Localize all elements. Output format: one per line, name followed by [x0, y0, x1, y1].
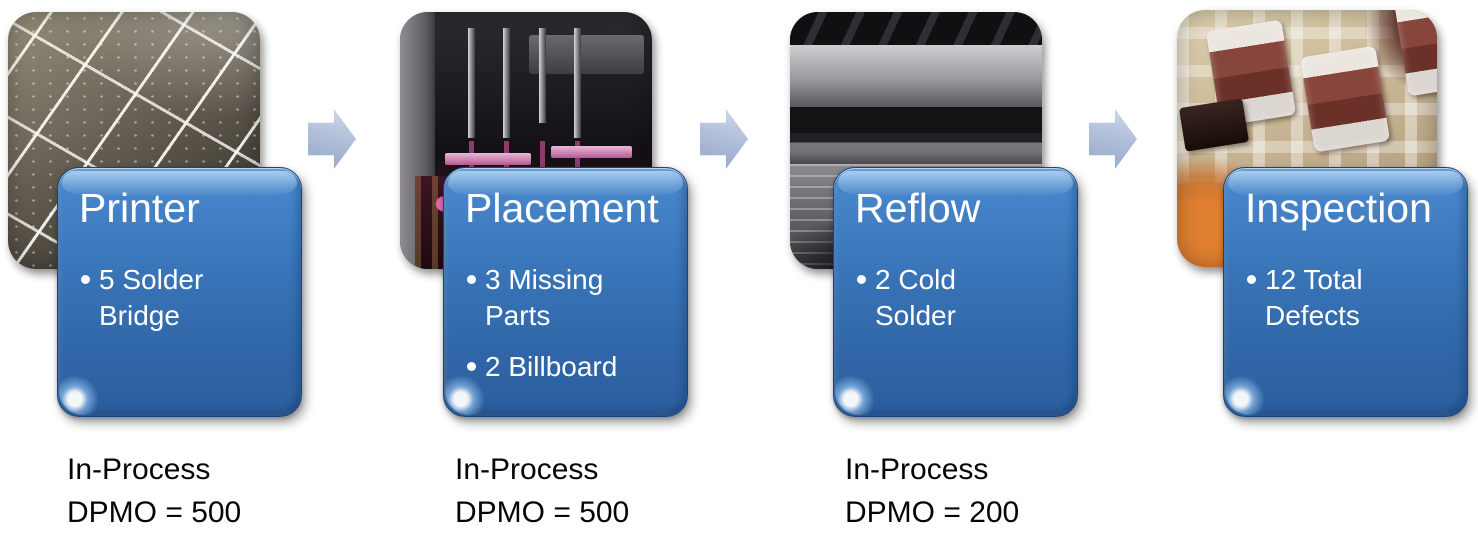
defect-text: 12 Total Defects — [1265, 264, 1363, 332]
defect-text: 5 Solder Bridge — [99, 264, 204, 332]
caption-line: In-Process — [67, 453, 211, 486]
pcb-solder-joint-closeup-photo — [1177, 10, 1437, 267]
stage-title: Printer — [79, 185, 200, 231]
machine-beam-shape — [528, 35, 645, 74]
chip-shape — [1179, 97, 1250, 152]
capacitor-shape — [1299, 45, 1391, 153]
component-bar-shape — [551, 145, 632, 158]
dpmo-caption: In-Process DPMO = 500 — [67, 448, 241, 534]
bullet-icon — [467, 275, 476, 285]
oven-rail-shape — [790, 132, 1042, 164]
defect-item: 5 Solder Bridge — [81, 262, 287, 334]
oven-rail-shape — [790, 45, 1042, 108]
stage-title: Reflow — [855, 185, 981, 231]
oven-ceiling-shape — [790, 12, 1042, 46]
defect-list: 5 Solder Bridge — [79, 262, 287, 334]
dpmo-caption: In-Process DPMO = 200 — [845, 448, 1019, 534]
stage-title: Placement — [465, 185, 659, 231]
defect-text: 2 Billboard — [485, 351, 618, 383]
flow-arrow-icon — [700, 109, 748, 169]
caption-line: DPMO = 500 — [67, 496, 242, 529]
nozzle-shape — [503, 28, 511, 138]
dpmo-caption: In-Process DPMO = 500 — [455, 448, 629, 534]
reflow-oven-photo — [790, 12, 1042, 269]
bullet-icon — [1247, 275, 1256, 285]
defect-item: 2 Billboard — [467, 349, 673, 385]
defect-item: 12 Total Defects — [1247, 262, 1453, 334]
conveyor-teeth-shape — [790, 107, 1042, 140]
capacitor-shape — [1393, 10, 1437, 96]
defect-text: 3 Missing Parts — [485, 264, 604, 332]
capacitor-shape — [1206, 20, 1297, 127]
pick-and-place-machine-photo — [400, 12, 652, 269]
inspection-callout: Inspection 12 Total Defects — [1223, 167, 1468, 417]
defect-list: 3 Missing Parts 2 Billboard — [465, 262, 673, 385]
flow-arrow-icon — [308, 109, 356, 169]
bullet-icon — [857, 275, 866, 285]
reflow-callout: Reflow 2 Cold Solder — [833, 167, 1078, 417]
bullet-icon — [81, 275, 90, 285]
machine-pillar-shape — [400, 12, 436, 269]
bullet-icon — [467, 362, 476, 372]
defect-item: 3 Missing Parts — [467, 262, 673, 334]
solder-paste-stencil-photo — [8, 12, 260, 269]
defect-list: 2 Cold Solder — [855, 262, 1063, 334]
nozzle-shape — [573, 28, 581, 138]
caption-line: In-Process — [845, 453, 989, 486]
stage-title: Inspection — [1245, 185, 1432, 231]
nozzle-shape — [468, 28, 476, 138]
nozzle-shape — [538, 28, 546, 123]
caption-line: DPMO = 500 — [455, 496, 630, 529]
oven-tunnel-shape — [790, 163, 1042, 269]
component-boards-shape — [415, 176, 652, 269]
caption-line: In-Process — [455, 453, 599, 486]
flow-arrow-icon — [1089, 109, 1137, 169]
placement-callout: Placement 3 Missing Parts 2 Billboard — [443, 167, 688, 417]
defect-text: 2 Cold Solder — [875, 264, 956, 332]
printer-callout: Printer 5 Solder Bridge — [57, 167, 302, 417]
defect-list: 12 Total Defects — [1245, 262, 1453, 334]
caption-line: DPMO = 200 — [845, 496, 1020, 529]
component-bar-shape — [445, 153, 532, 166]
defect-item: 2 Cold Solder — [857, 262, 1063, 334]
